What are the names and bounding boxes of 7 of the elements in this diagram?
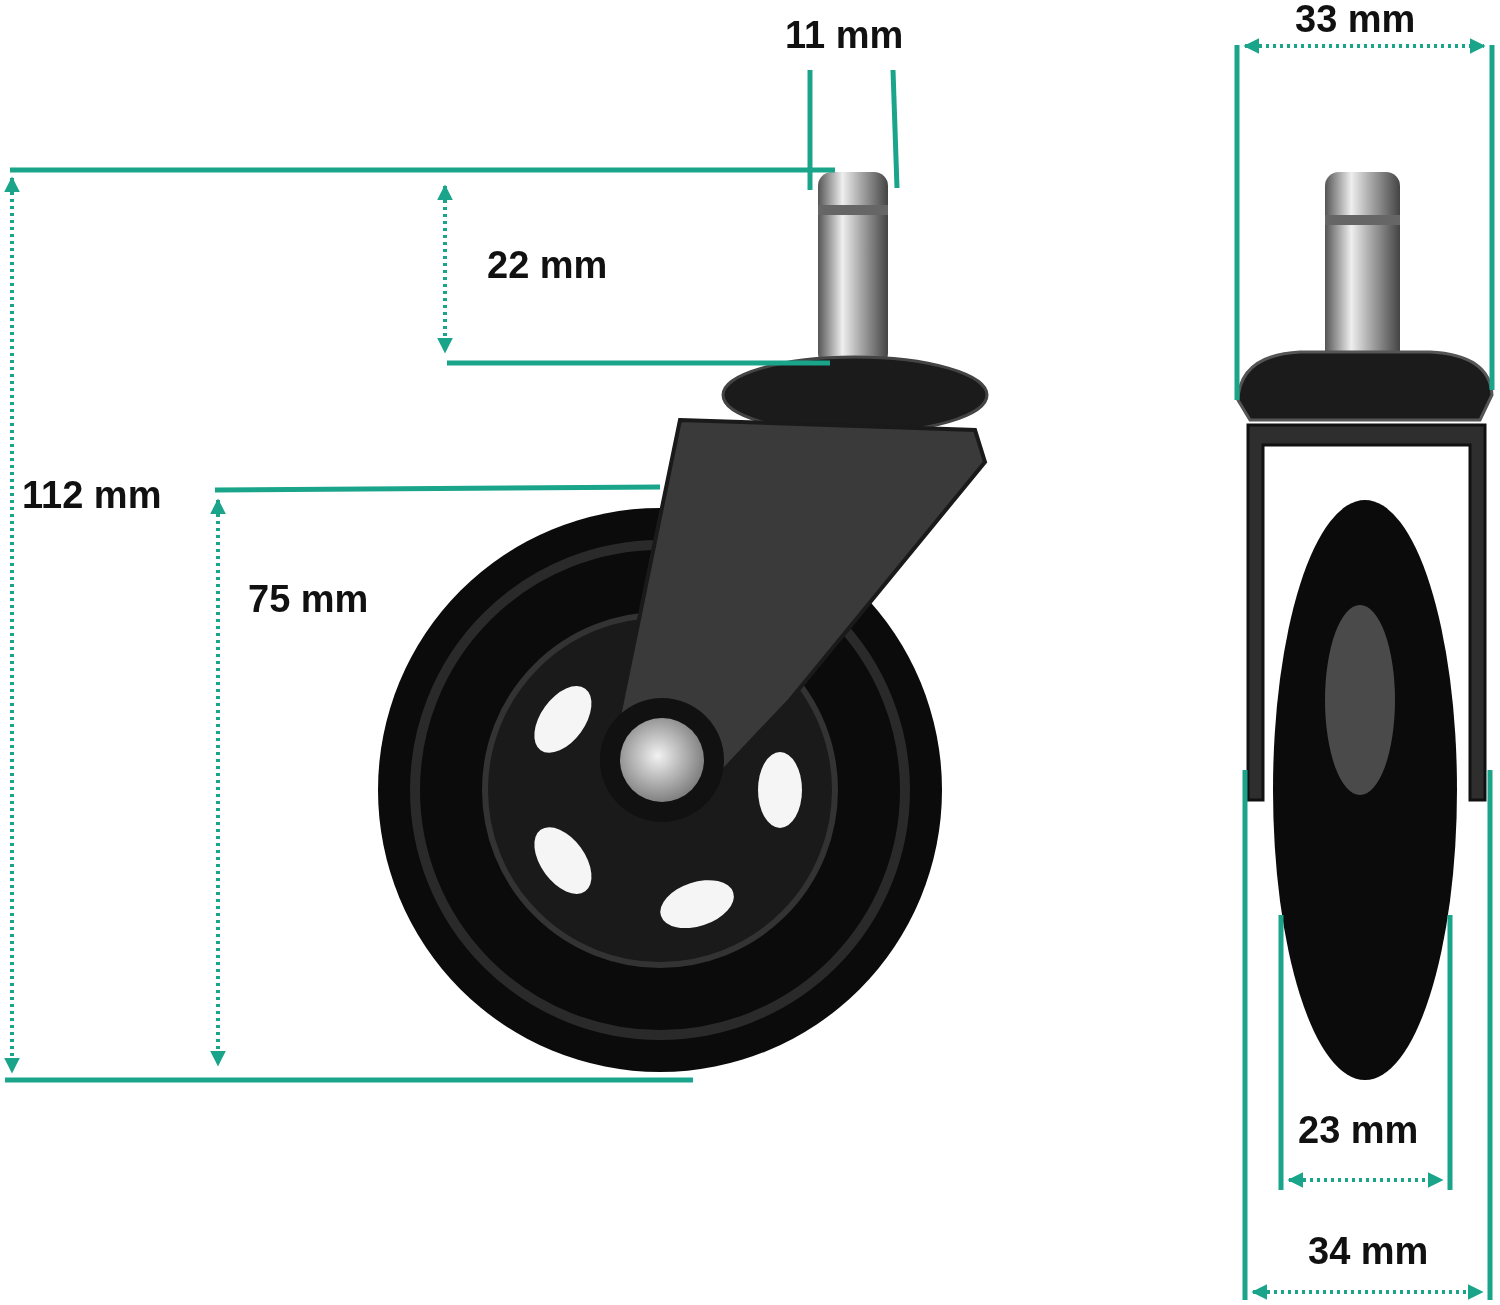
dimension-label: 22 mm [487,246,608,284]
dimension-label: 34 mm [1308,1232,1429,1270]
dimension-label: 11 mm [785,16,904,54]
dimension-label: 112 mm [22,476,162,514]
dimension-label: 75 mm [248,580,369,618]
dimension-label: 23 mm [1298,1111,1419,1149]
dimension-label: 33 mm [1295,0,1416,38]
